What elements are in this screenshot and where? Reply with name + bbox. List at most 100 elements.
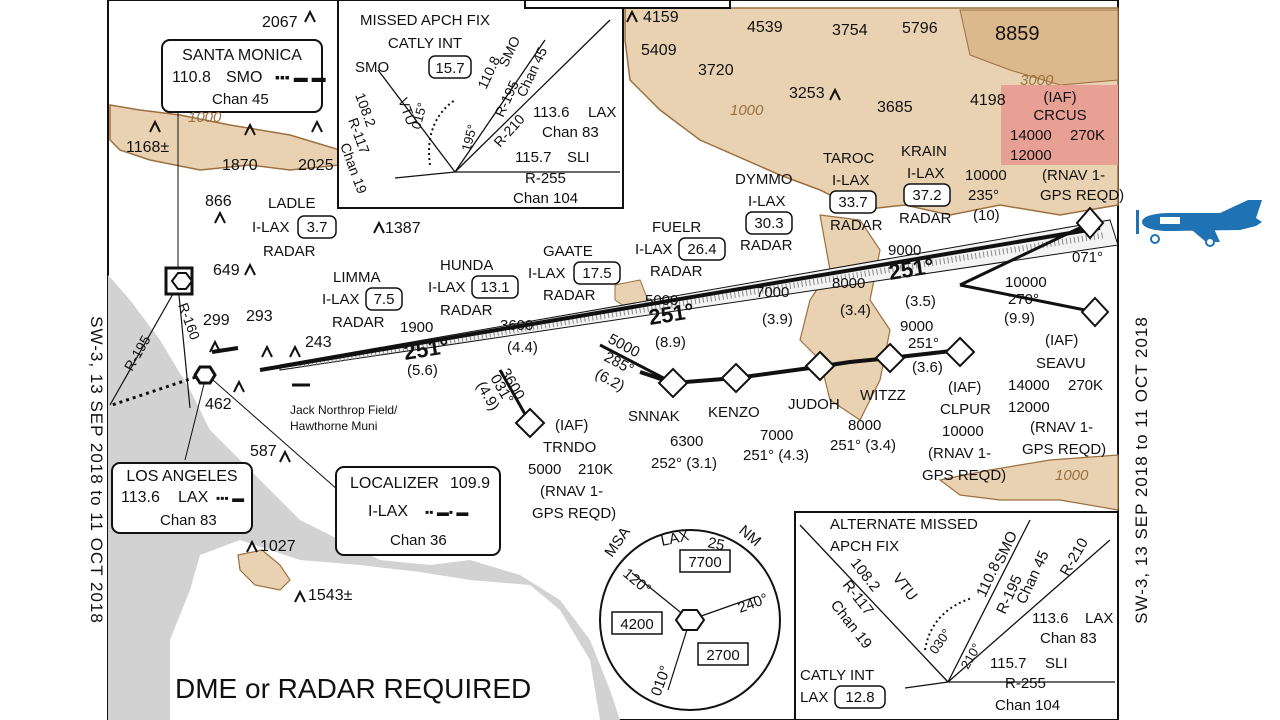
lax-name: LOS ANGELES (126, 468, 237, 485)
missed-title1: MISSED APCH FIX (360, 12, 490, 29)
clpur-route-dist: (3.6) (912, 359, 943, 376)
contour-1000a: 1000 (730, 102, 764, 119)
gaate-radar: RADAR (543, 287, 596, 304)
ladle-radar: RADAR (263, 243, 316, 260)
fix-hunda: HUNDA I-LAX 13.1 RADAR (428, 257, 519, 319)
clpur-alt: 10000 (942, 423, 984, 440)
seavu-to-krain (959, 283, 1096, 314)
ladle-loc: I-LAX (252, 219, 290, 236)
taroc-dist: 33.7 (838, 194, 867, 211)
rnav-fix-labels: SNNAK 6300 252° (3.1) KENZO 7000 251° (4… (628, 387, 906, 472)
msa-sector1: 7700 (688, 554, 721, 571)
contour-1000c: 1000 (188, 109, 222, 126)
alt-catly-dist: 12.8 (845, 689, 874, 706)
alt-sli-freq: 115.7 (990, 655, 1026, 672)
missed-smo-dist-box (428, 55, 472, 79)
loc-freq: 109.9 (450, 475, 490, 492)
aircraft-icon[interactable] (1136, 200, 1262, 247)
loc-morse-icon: ▪▪ ▬▪ ▬ (425, 505, 468, 519)
missed-sli: SLI (567, 149, 590, 166)
crcus-route (959, 221, 1091, 287)
dme-radar-required-note: DME or RADAR REQUIRED (175, 673, 531, 704)
elev-3253: 3253 (789, 85, 825, 102)
iaf-clpur: (IAF) CLPUR 10000 (RNAV 1- GPS REQD) (922, 379, 1006, 484)
elev-8859: 8859 (995, 23, 1040, 45)
hunda-name: HUNDA (440, 257, 493, 274)
missed-smo-label: SMO (355, 59, 389, 76)
elev-5409: 5409 (641, 42, 677, 59)
missed-fix-radials (377, 19, 620, 179)
fix-limma: LIMMA I-LAX 7.5 RADAR (322, 269, 403, 331)
alt-title2: APCH FIX (830, 538, 899, 555)
dist-3-9: (3.9) (762, 311, 793, 328)
seg-5000: 5000 (645, 292, 678, 309)
alt-catly: CATLY INT (800, 667, 874, 684)
snnak-name: SNNAK (628, 408, 680, 425)
missed-smo-dist: 15.7 (435, 60, 464, 77)
fix-fuelr: FUELR I-LAX 26.4 RADAR (635, 219, 726, 280)
missed-chan83: Chan 83 (542, 124, 599, 141)
lax-vortac-icon (193, 365, 217, 385)
dymmo-radar: RADAR (740, 237, 793, 254)
elev-3685: 3685 (877, 99, 913, 116)
snnak-alt: 6300 (670, 433, 703, 450)
loc-title: LOCALIZER (350, 475, 439, 492)
loc-id: I-LAX (368, 503, 408, 520)
elev-2067: 2067 (262, 14, 298, 31)
taroc-radar: RADAR (830, 217, 883, 234)
alt-sli: SLI (1045, 655, 1068, 672)
krain-loc: I-LAX (907, 165, 945, 182)
dymmo-name: DYMMO (735, 171, 793, 188)
hunda-radar: RADAR (440, 302, 493, 319)
snnak-route (599, 343, 674, 385)
smo-freq: 110.8 (172, 69, 211, 86)
seavu-route-alt: 10000 (1005, 274, 1047, 291)
dymmo-dist: 30.3 (754, 215, 783, 232)
smo-name: SANTA MONICA (182, 47, 302, 64)
missed-lax: LAX (588, 104, 616, 121)
krain-route-dist: (10) (973, 207, 1000, 224)
trndo-iaf: (IAF) (555, 417, 588, 434)
smo-r195-line (109, 284, 179, 406)
alt-chan104: Chan 104 (995, 697, 1060, 714)
fuelr-dist: 26.4 (687, 241, 716, 258)
seavu-route-dist: (9.9) (1004, 310, 1035, 327)
elev-587: 587 (250, 443, 277, 460)
gaate-name: GAATE (543, 243, 593, 260)
airport-line2: Hawthorne Muni (290, 419, 377, 433)
santa-monica-box (161, 39, 323, 113)
krain-radar: RADAR (899, 210, 952, 227)
judoh-name: JUDOH (788, 396, 840, 413)
fix-ladle: LADLE I-LAX 3.7 RADAR (252, 195, 337, 260)
limma-dist: 7.5 (374, 291, 395, 308)
snnak-fix-icon (657, 367, 689, 399)
gaate-dist: 17.5 (582, 265, 611, 282)
missed-r015: 015° (408, 101, 429, 131)
kenzo-alt: 7000 (760, 427, 793, 444)
elev-1543: 1543± (308, 587, 353, 604)
dist-3-4: (3.4) (840, 302, 871, 319)
elev-866: 866 (205, 193, 232, 210)
elev-1168: 1168± (126, 139, 169, 156)
lax-morse-icon: ▪▪▪ ▬ (216, 491, 244, 505)
witzz-name: WITZZ (860, 387, 906, 404)
alt-lax-freq: 113.6 (1032, 610, 1068, 627)
lax-id: LAX (178, 489, 209, 506)
krain-alt: 10000 (965, 167, 1007, 184)
taroc-loc: I-LAX (832, 172, 870, 189)
gaate-loc: I-LAX (528, 265, 566, 282)
crcus-crs: 071° (1072, 249, 1103, 266)
hunda-loc: I-LAX (428, 279, 466, 296)
fuelr-radar: RADAR (650, 263, 703, 280)
trndo-name: TRNDO (543, 439, 596, 456)
trndo-fix-icon (514, 407, 546, 439)
missed-r195a: 195° (458, 123, 479, 153)
lax-runway (211, 346, 239, 354)
terrain-east (938, 454, 1119, 511)
dist-5-6: (5.6) (407, 362, 438, 379)
seavu-alt: 14000 (1008, 377, 1050, 394)
missed-apch-fix-box (337, 0, 624, 209)
crcus-fix-icon (1075, 206, 1105, 240)
contour-3000: 3000 (1020, 72, 1054, 89)
